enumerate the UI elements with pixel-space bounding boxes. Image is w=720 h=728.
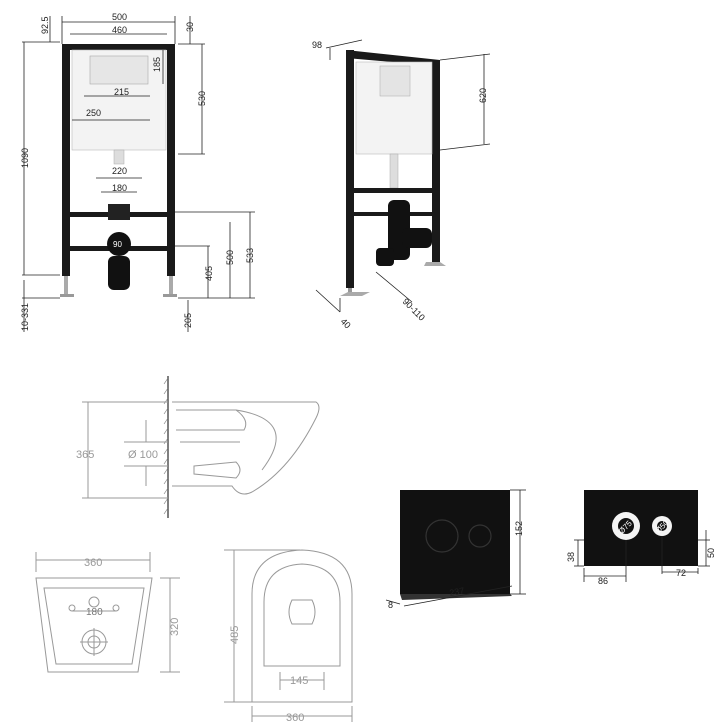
side-mid-bar [354,188,432,193]
rear-hole-small-core [657,521,667,531]
wall-hatching [163,377,169,515]
bowl-top-drain [288,599,316,625]
dim-cistern-inner: 250 [86,108,101,118]
dim-cistern-top: 185 [152,57,162,72]
side-outlet-elbow [402,228,432,248]
dim-back-bolt: 180 [86,607,103,618]
dim-width-inner: 460 [112,25,127,35]
flush-button-small [468,524,492,548]
flush-plate-dims [385,489,526,607]
bowl-top-outline [251,549,353,703]
dim-top-width: 360 [286,712,304,724]
flush-plate-edge [400,594,512,600]
frame-side-view: 98 620 40 90-110 [312,39,491,330]
side-outlet-bottom [376,248,394,266]
outlet-diam-label: 90 [113,240,122,249]
dim-bolt-spacing: 220 [112,166,127,176]
cistern-top-module [89,55,149,85]
dim-total-height: 1090 [20,148,30,168]
side-right-upright [432,62,440,266]
rear-hole-large-core [618,518,634,534]
dim-depth-bottom: 40 [339,316,353,330]
dim-plate-depth: 8 [388,600,393,610]
bowl-top-view: 485 145 360 [224,549,353,724]
bowl-trap [235,409,277,471]
side-dim-lines [315,39,491,313]
bowl-back-dims [35,552,180,673]
dim-top-offset: 92.5 [40,16,50,34]
flush-pipe [113,149,125,165]
flush-plate-rear-view: Ø75 Ø50 86 72 38 50 [566,490,716,586]
outlet-pipe [108,256,130,290]
dim-foot-adjust: 10-331 [20,303,30,331]
dim-height-405: 405 [204,266,214,281]
dim-plate-width: 237 [449,586,466,598]
back-top-hole [88,596,100,608]
side-left-upright [346,50,354,288]
dim-foot-205: 205 [183,313,193,328]
flush-button-large [425,519,459,553]
dim-top-length: 485 [229,626,241,644]
frame-left-upright [62,44,70,276]
rear-plate-dims [574,530,710,582]
outlet-bracket [108,204,130,220]
dim-cistern-width: 215 [114,87,129,97]
dim-height-500: 500 [225,250,235,265]
flush-plate-body [400,490,510,594]
side-cistern-module [379,65,411,97]
bowl-outlet-spigot [193,461,241,479]
foot-left [64,276,68,296]
side-foot-plate-left [340,292,370,296]
bowl-top-dims [224,549,353,722]
foot-left-plate [60,294,74,297]
flush-plate-front-view: 152 237 8 [385,489,526,610]
dim-back-width: 360 [84,557,102,569]
frame-top-bar [62,44,175,50]
foot-right-plate [163,294,177,297]
dim-bowl-height: 365 [76,449,94,461]
back-bolt-right [112,604,120,612]
side-flush-pipe [389,153,399,189]
front-dim-lines [22,16,255,332]
dim-rear-right: 72 [676,568,686,578]
side-foot-plate-right [424,262,446,266]
dim-height-533: 533 [245,248,255,263]
dim-rear-h-left: 38 [566,552,576,562]
dim-rear-h-right: 50 [706,548,716,558]
dim-outlet-range: 90-110 [401,296,427,322]
bowl-side-dims [82,401,168,499]
bowl-back-outline [35,577,153,673]
rear-plate-body [584,490,698,566]
frame-right-upright [167,44,175,276]
outlet-elbow [107,232,131,256]
foot-right [169,276,173,296]
bowl-top-inner [263,563,341,667]
dim-depth-top: 98 [312,40,322,50]
bowl-back-inner [43,587,145,665]
frame-front-view: 90 [20,12,255,332]
dim-plate-height: 152 [514,521,524,536]
bowl-outline [172,401,320,495]
dim-flush-spacing: 180 [112,183,127,193]
dim-height-620: 620 [478,88,488,103]
dim-top-seat: 145 [290,675,308,687]
dim-back-height: 320 [169,618,181,636]
bowl-side-view: 365 Ø 100 [76,376,320,518]
dim-outlet-diameter: Ø 100 [128,449,158,461]
dim-rear-left: 86 [598,576,608,586]
back-bolt-left [68,604,76,612]
dim-width-outer: 500 [112,12,127,22]
bowl-rim-inner [176,409,247,431]
bowl-back-view: 360 180 320 [35,552,181,673]
dim-top-gap: 30 [185,22,195,32]
dim-cistern-height: 530 [197,91,207,106]
